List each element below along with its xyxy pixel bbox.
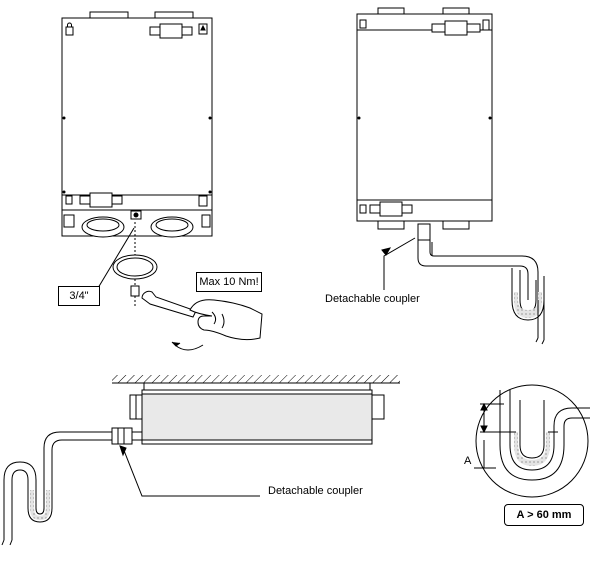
- unit-left: [61, 11, 213, 306]
- wrench-icon: [141, 290, 197, 318]
- siphon-trap-icon: [511, 268, 545, 345]
- unit-right: [356, 7, 539, 300]
- ceiling-hatch: [112, 375, 400, 384]
- pipe-size-label: 3/4": [58, 286, 100, 306]
- dehumidify-icon: [198, 23, 208, 35]
- hand-icon: [189, 299, 263, 341]
- trap-detail: [475, 384, 590, 498]
- coupler-label-top: Detachable coupler: [325, 293, 420, 305]
- dimension-rule: A > 60 mm: [504, 504, 584, 526]
- unit-bottom: [1, 383, 385, 546]
- torque-label: Max 10 Nm!: [196, 272, 262, 292]
- dimension-letter: A: [464, 455, 472, 467]
- coupler-label-bottom: Detachable coupler: [268, 485, 363, 497]
- lock-icon: [65, 22, 74, 36]
